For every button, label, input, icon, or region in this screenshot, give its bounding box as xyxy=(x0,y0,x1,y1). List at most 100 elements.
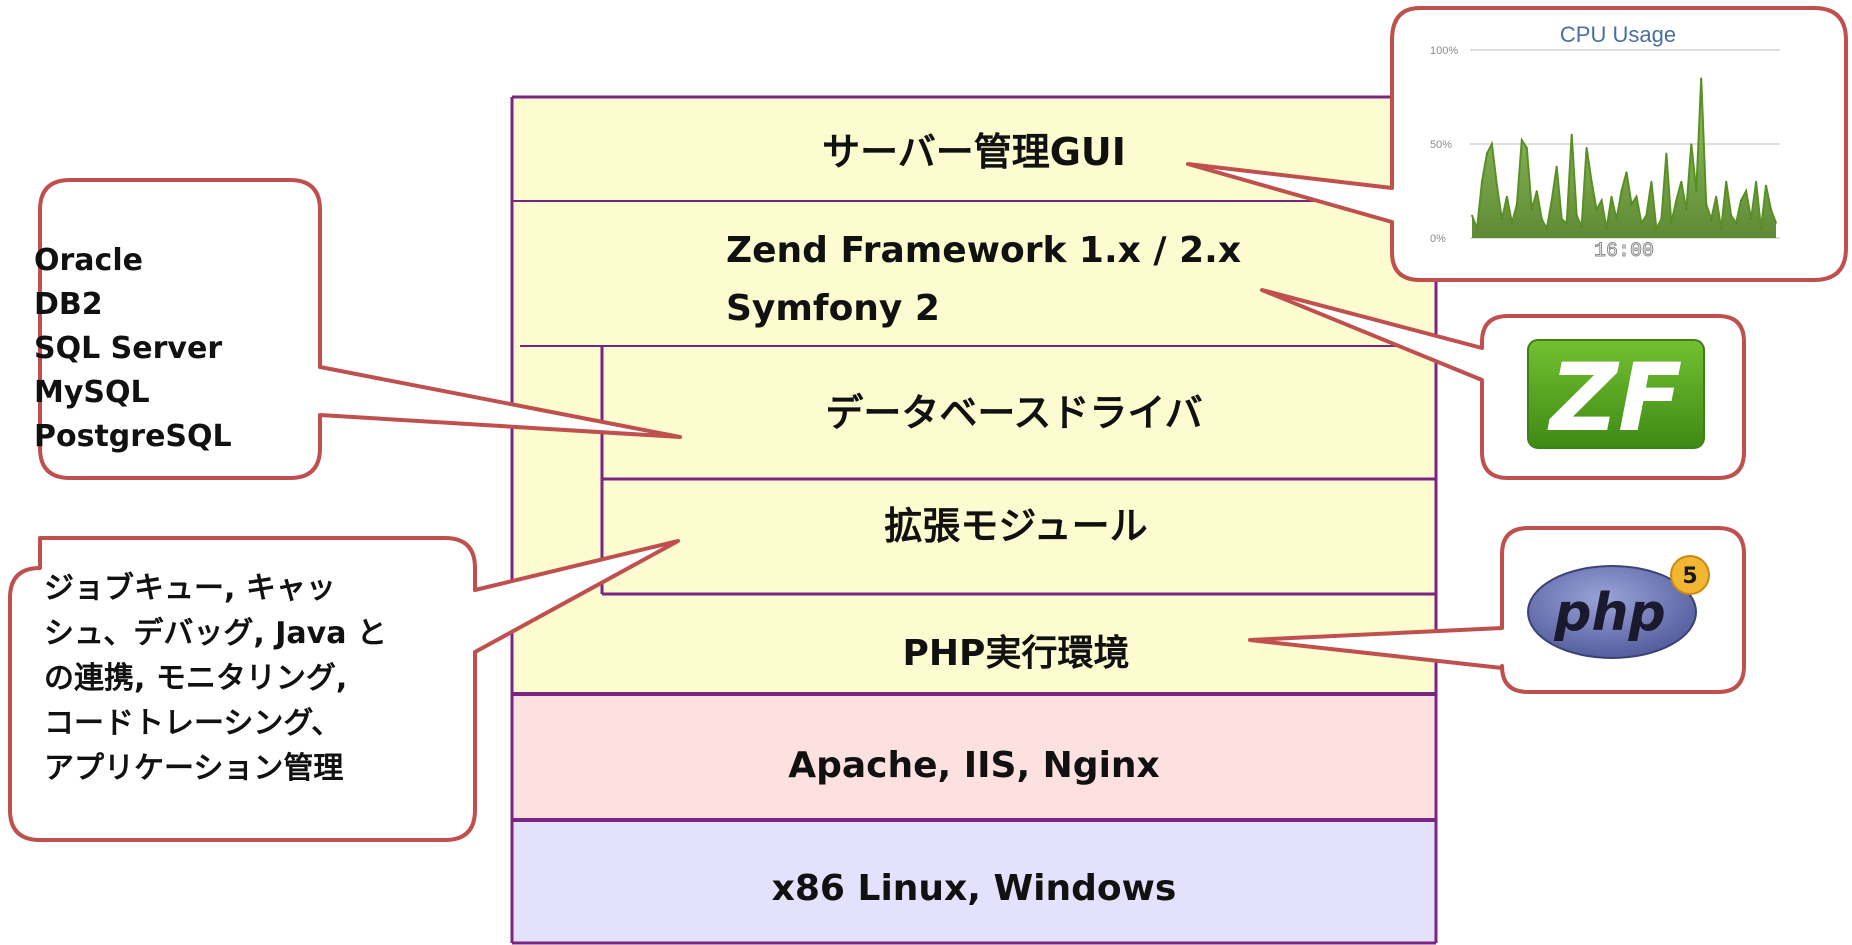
cpu-point xyxy=(1745,190,1747,192)
layer-db-driver-label: データベースドライバ xyxy=(825,391,1202,435)
cpu-point xyxy=(1660,218,1663,220)
layer-extensions-bg xyxy=(512,479,1436,594)
stack-diagram: サーバー管理GUI Zend Framework 1.x / 2.x Symfo… xyxy=(510,95,1438,945)
layer-os-label: x86 Linux, Windows xyxy=(772,868,1177,909)
cpu-point xyxy=(1555,165,1558,168)
php-version-text: 5 xyxy=(1682,564,1697,589)
php-version-badge xyxy=(1670,555,1710,595)
layer-web-server-bg xyxy=(512,694,1436,820)
cpu-point xyxy=(1580,225,1583,228)
cpu-point xyxy=(1605,227,1608,230)
feature-line-1: ジョブキュー, キャッ xyxy=(44,571,336,606)
cpu-point xyxy=(1655,227,1658,230)
feature-line-4: コードトレーシング、 xyxy=(44,706,341,741)
cpu-point xyxy=(1575,214,1578,217)
cpu-point xyxy=(1705,203,1707,205)
php-callout: php 5 xyxy=(1248,526,1746,694)
cpu-point xyxy=(1521,139,1523,141)
cpu-point xyxy=(1536,190,1538,192)
cpu-point xyxy=(1595,209,1598,211)
cpu-point xyxy=(1620,190,1623,192)
cpu-point xyxy=(1770,209,1772,211)
cpu-point xyxy=(1635,195,1638,198)
cpu-point xyxy=(1730,214,1732,217)
cpu-x-tick: 16:00 xyxy=(1594,240,1654,263)
feature-line-5: アプリケーション管理 xyxy=(44,751,343,786)
cpu-point xyxy=(1680,180,1683,183)
cpu-point xyxy=(1675,199,1678,202)
zend-logo-text: ZF xyxy=(1547,344,1682,453)
cpu-point xyxy=(1511,222,1513,224)
cpu-point xyxy=(1471,214,1473,217)
cpu-point xyxy=(1645,214,1648,217)
cpu-point xyxy=(1690,143,1693,145)
layer-db-driver-bg xyxy=(512,346,1436,479)
cpu-point xyxy=(1765,184,1767,187)
cpu-point xyxy=(1560,218,1563,220)
db-item-3: SQL Server xyxy=(34,331,222,366)
php-logo-text: php xyxy=(1553,583,1665,643)
db-item-5: PostgreSQL xyxy=(34,419,232,454)
cpu-point xyxy=(1550,199,1553,202)
cpu-point xyxy=(1695,190,1698,192)
feature-line-2: シュ、デバッグ, Java と xyxy=(44,616,387,651)
cpu-point xyxy=(1735,222,1737,224)
databases-callout-shape xyxy=(38,178,682,480)
features-callout-shape xyxy=(8,536,680,842)
zend-logo: ZF xyxy=(1527,339,1705,453)
cpu-point xyxy=(1715,195,1717,198)
databases-callout: Oracle DB2 SQL Server MySQL PostgreSQL xyxy=(34,178,682,480)
cpu-point xyxy=(1625,171,1628,173)
cpu-point xyxy=(1725,180,1727,183)
layer-web-server-label: Apache, IIS, Nginx xyxy=(788,745,1160,786)
db-item-1: Oracle xyxy=(34,243,143,278)
cpu-line xyxy=(1471,78,1777,232)
cpu-point xyxy=(1640,222,1643,224)
layer-framework-label-line1: Zend Framework 1.x / 2.x xyxy=(726,230,1241,271)
cpu-point xyxy=(1501,218,1503,220)
cpu-point xyxy=(1760,227,1762,230)
cpu-chart-title: CPU Usage xyxy=(1560,22,1676,47)
cpu-point xyxy=(1570,133,1573,136)
cpu-point xyxy=(1775,222,1777,224)
cpu-point xyxy=(1496,184,1498,187)
cpu-point xyxy=(1526,147,1528,149)
cpu-point xyxy=(1541,218,1543,220)
cpu-y-tick-0: 0% xyxy=(1430,233,1446,245)
cpu-point xyxy=(1710,218,1712,220)
cpu-point xyxy=(1600,199,1603,202)
db-item-4: MySQL xyxy=(34,375,150,410)
cpu-point xyxy=(1590,180,1593,183)
cpu-point xyxy=(1750,218,1752,220)
cpu-point xyxy=(1740,199,1742,202)
cpu-point xyxy=(1630,203,1633,205)
cpu-callout: CPU Usage 100% 50% 0% 16:00 xyxy=(1186,6,1848,282)
cpu-point xyxy=(1565,222,1568,224)
cpu-point xyxy=(1476,227,1478,230)
cpu-point xyxy=(1650,180,1653,183)
cpu-series xyxy=(1471,77,1777,238)
db-item-2: DB2 xyxy=(34,287,103,322)
cpu-point xyxy=(1670,222,1673,224)
cpu-point xyxy=(1486,152,1488,155)
layer-framework-bg xyxy=(512,201,1436,346)
layer-php-runtime-label: PHP実行環境 xyxy=(903,633,1130,674)
cpu-point xyxy=(1665,152,1668,155)
cpu-point xyxy=(1720,227,1722,230)
layer-os-bg xyxy=(512,820,1436,943)
cpu-point xyxy=(1481,180,1483,183)
cpu-y-tick-100: 100% xyxy=(1430,45,1458,57)
cpu-point xyxy=(1546,227,1548,230)
cpu-point xyxy=(1531,209,1533,211)
feature-line-3: の連携, モニタリング, xyxy=(44,661,347,696)
layer-server-gui-label: サーバー管理GUI xyxy=(822,130,1126,174)
cpu-point xyxy=(1700,77,1702,79)
features-callout: ジョブキュー, キャッ シュ、デバッグ, Java と の連携, モニタリング,… xyxy=(8,536,680,842)
cpu-point xyxy=(1491,143,1493,145)
cpu-point xyxy=(1755,180,1757,183)
cpu-point xyxy=(1685,209,1688,211)
cpu-point xyxy=(1516,203,1518,205)
cpu-point xyxy=(1610,195,1613,198)
cpu-point xyxy=(1506,195,1508,198)
cpu-point xyxy=(1585,147,1588,149)
